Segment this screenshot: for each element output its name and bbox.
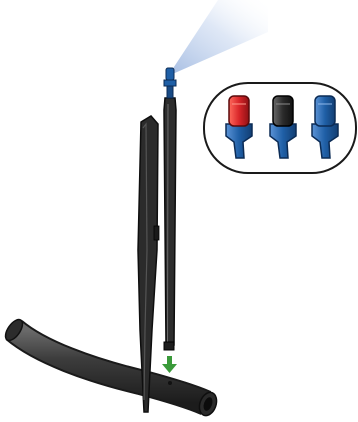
red-nozzle-icon (225, 95, 253, 159)
black-nozzle-icon (269, 95, 297, 159)
drip-tubing (4, 318, 218, 417)
nozzle-variants-inset (203, 82, 357, 174)
nozzle-top-icon (163, 67, 177, 99)
blue-nozzle-icon (311, 95, 339, 159)
water-spray (168, 0, 268, 76)
riser-tube (163, 97, 177, 351)
insert-arrow-icon (162, 356, 177, 373)
spike-stake (137, 115, 160, 413)
